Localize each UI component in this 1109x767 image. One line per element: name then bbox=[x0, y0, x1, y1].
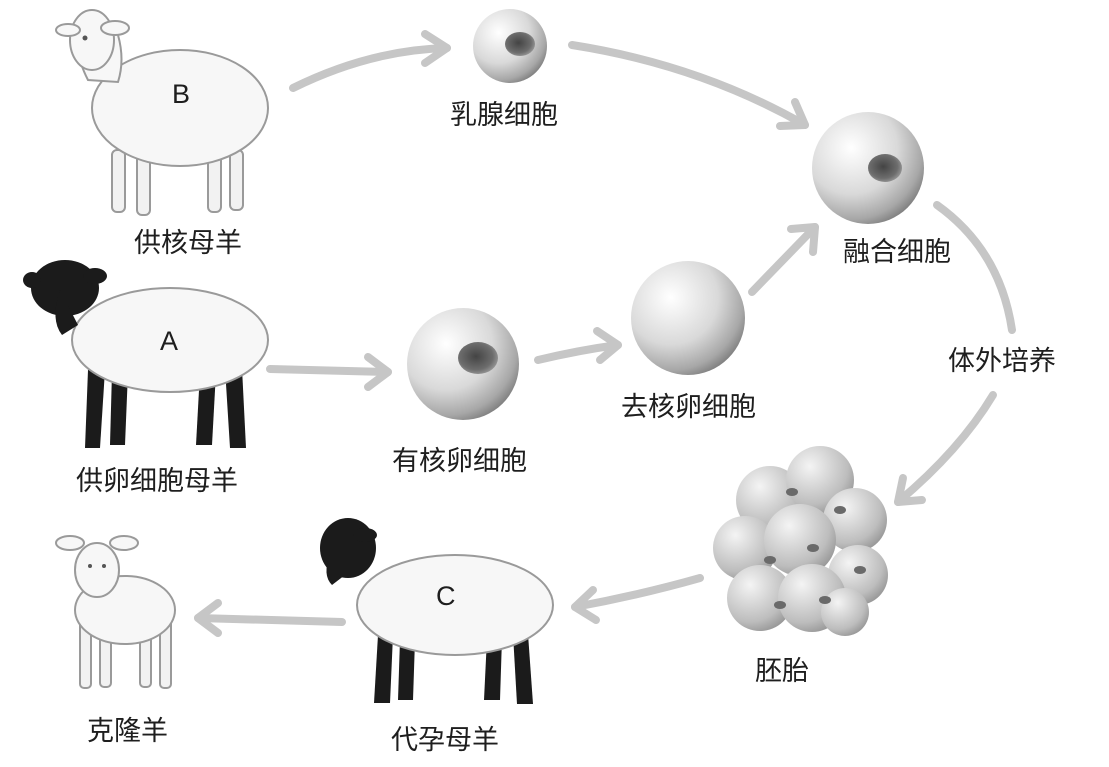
mammary-cell-illustration bbox=[473, 9, 547, 83]
donor-nucleus-ewe-label: 供核母羊 bbox=[134, 228, 242, 259]
embryo-illustration bbox=[713, 446, 888, 636]
in-vitro-culture-label: 体外培养 bbox=[948, 346, 1056, 377]
arrow-embryo-to-surrogate bbox=[575, 578, 700, 620]
arrow-b-to-mammary bbox=[293, 34, 447, 88]
enucleated-egg-illustration bbox=[631, 261, 745, 375]
mammary-cell-label: 乳腺细胞 bbox=[450, 100, 558, 131]
egg-donor-sheep-illustration bbox=[23, 260, 268, 448]
donor-nucleus-sheep-illustration bbox=[56, 10, 268, 215]
egg-donor-ewe-label: 供卵细胞母羊 bbox=[76, 466, 238, 497]
fused-cell-label: 融合细胞 bbox=[843, 237, 951, 268]
arrow-enucleated-to-fused bbox=[752, 227, 815, 292]
arrow-surrogate-to-clone bbox=[198, 603, 342, 633]
arrow-a-to-nucleated-egg bbox=[270, 357, 388, 387]
cloned-sheep-label: 克隆羊 bbox=[87, 716, 168, 747]
surrogate-sheep-illustration bbox=[320, 518, 553, 704]
sheep-a-letter: A bbox=[160, 326, 178, 356]
sheep-c-letter: C bbox=[436, 581, 456, 611]
arrow-nucleated-to-enucleated bbox=[538, 331, 618, 360]
embryo-label: 胚胎 bbox=[755, 656, 809, 687]
enucleated-egg-label: 去核卵细胞 bbox=[621, 392, 756, 423]
surrogate-ewe-label: 代孕母羊 bbox=[391, 725, 499, 756]
fused-cell-illustration bbox=[812, 112, 924, 224]
sheep-b-letter: B bbox=[172, 79, 190, 109]
cloned-lamb-illustration bbox=[56, 536, 175, 688]
nucleated-egg-illustration bbox=[407, 308, 519, 420]
arrow-mammary-to-fused bbox=[572, 45, 805, 126]
nucleated-egg-label: 有核卵细胞 bbox=[392, 446, 527, 477]
